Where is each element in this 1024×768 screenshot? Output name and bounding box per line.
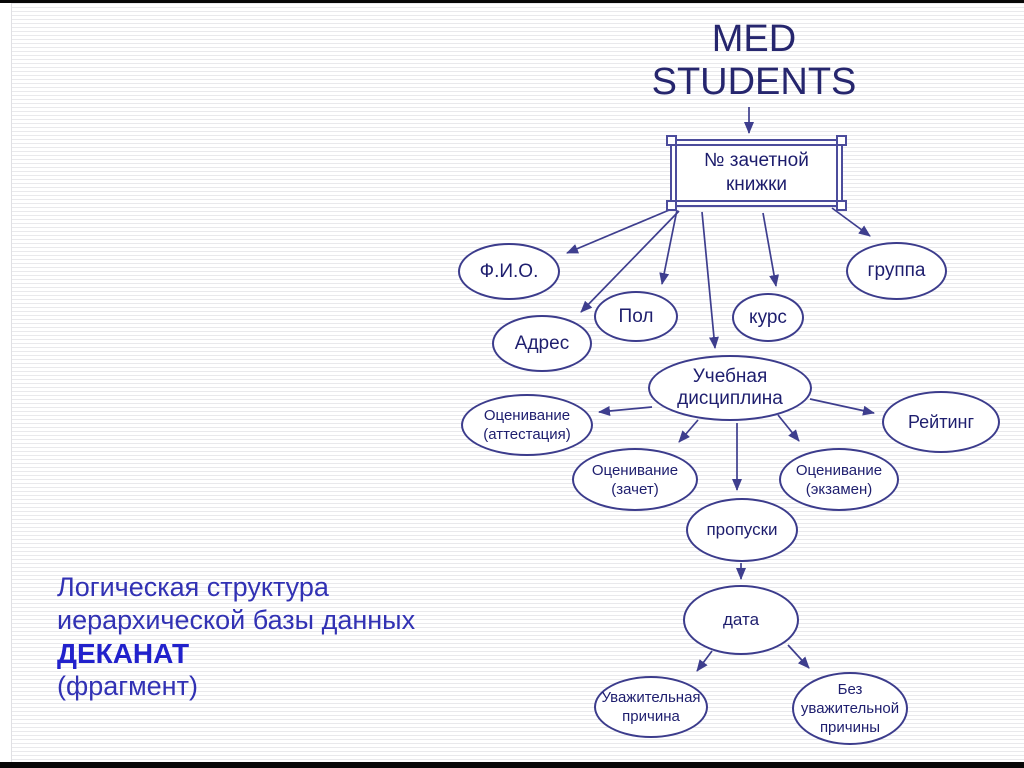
caption-line: иерархической базы данных [57, 605, 416, 635]
node-ocenivanie-attestacia: Оценивание (аттестация) [461, 394, 593, 456]
node-label: Учебная дисциплина [677, 366, 783, 409]
node-fio: Ф.И.О. [458, 243, 560, 300]
node-label: пропуски [706, 520, 778, 539]
root-entity-box-inner: № зачетной книжки [675, 144, 838, 202]
node-label: дата [722, 610, 760, 629]
node-label: Ф.И.О. [479, 260, 539, 282]
node-uchebnaya-disciplina: Учебная дисциплина [648, 355, 812, 421]
node-adres: Адрес [492, 315, 592, 372]
root-entity-box: № зачетной книжки [666, 135, 847, 211]
node-propuski: пропуски [686, 498, 798, 562]
node-rating: Рейтинг [882, 391, 1000, 453]
bottom-black-bar [0, 762, 1024, 768]
node-label: Пол [618, 305, 654, 327]
frame-corner-ornament [836, 135, 847, 146]
node-label: Оценивание (экзамен) [795, 461, 883, 498]
node-label: Адрес [514, 332, 570, 354]
node-label: Рейтинг [907, 411, 975, 432]
caption-line: Логическая структура [57, 572, 329, 602]
node-label: группа [867, 260, 926, 281]
root-entity-label: № зачетной книжки [704, 150, 809, 195]
node-label: Уважительная причина [601, 689, 701, 725]
node-label: Оценивание (аттестация) [483, 407, 571, 443]
node-data: дата [683, 585, 799, 655]
node-label: курс [749, 306, 787, 328]
slide-title: MED STUDENTS [651, 18, 857, 103]
node-bez-uvazhitelnoy-prichiny: Без уважительной причины [792, 672, 908, 745]
frame-corner-ornament [666, 135, 677, 146]
node-ocenivanie-zachet: Оценивание (зачет) [572, 448, 698, 511]
caption-line: (фрагмент) [57, 671, 198, 701]
caption-line-emphasis: ДЕКАНАТ [57, 638, 190, 669]
top-black-bar [0, 0, 1024, 3]
frame-corner-ornament [836, 200, 847, 211]
frame-corner-ornament [666, 200, 677, 211]
node-kurs: курс [732, 293, 804, 342]
node-label: Оценивание (зачет) [591, 461, 679, 498]
left-margin-strip [0, 3, 12, 762]
node-label: Без уважительной причины [800, 681, 900, 736]
node-ocenivanie-ekzamen: Оценивание (экзамен) [779, 448, 899, 511]
node-pol: Пол [594, 291, 678, 342]
caption-block: Логическая структура иерархической базы … [57, 571, 415, 703]
node-uvazhitelnaya-prichina: Уважительная причина [594, 676, 708, 738]
node-gruppa: группа [846, 242, 947, 300]
